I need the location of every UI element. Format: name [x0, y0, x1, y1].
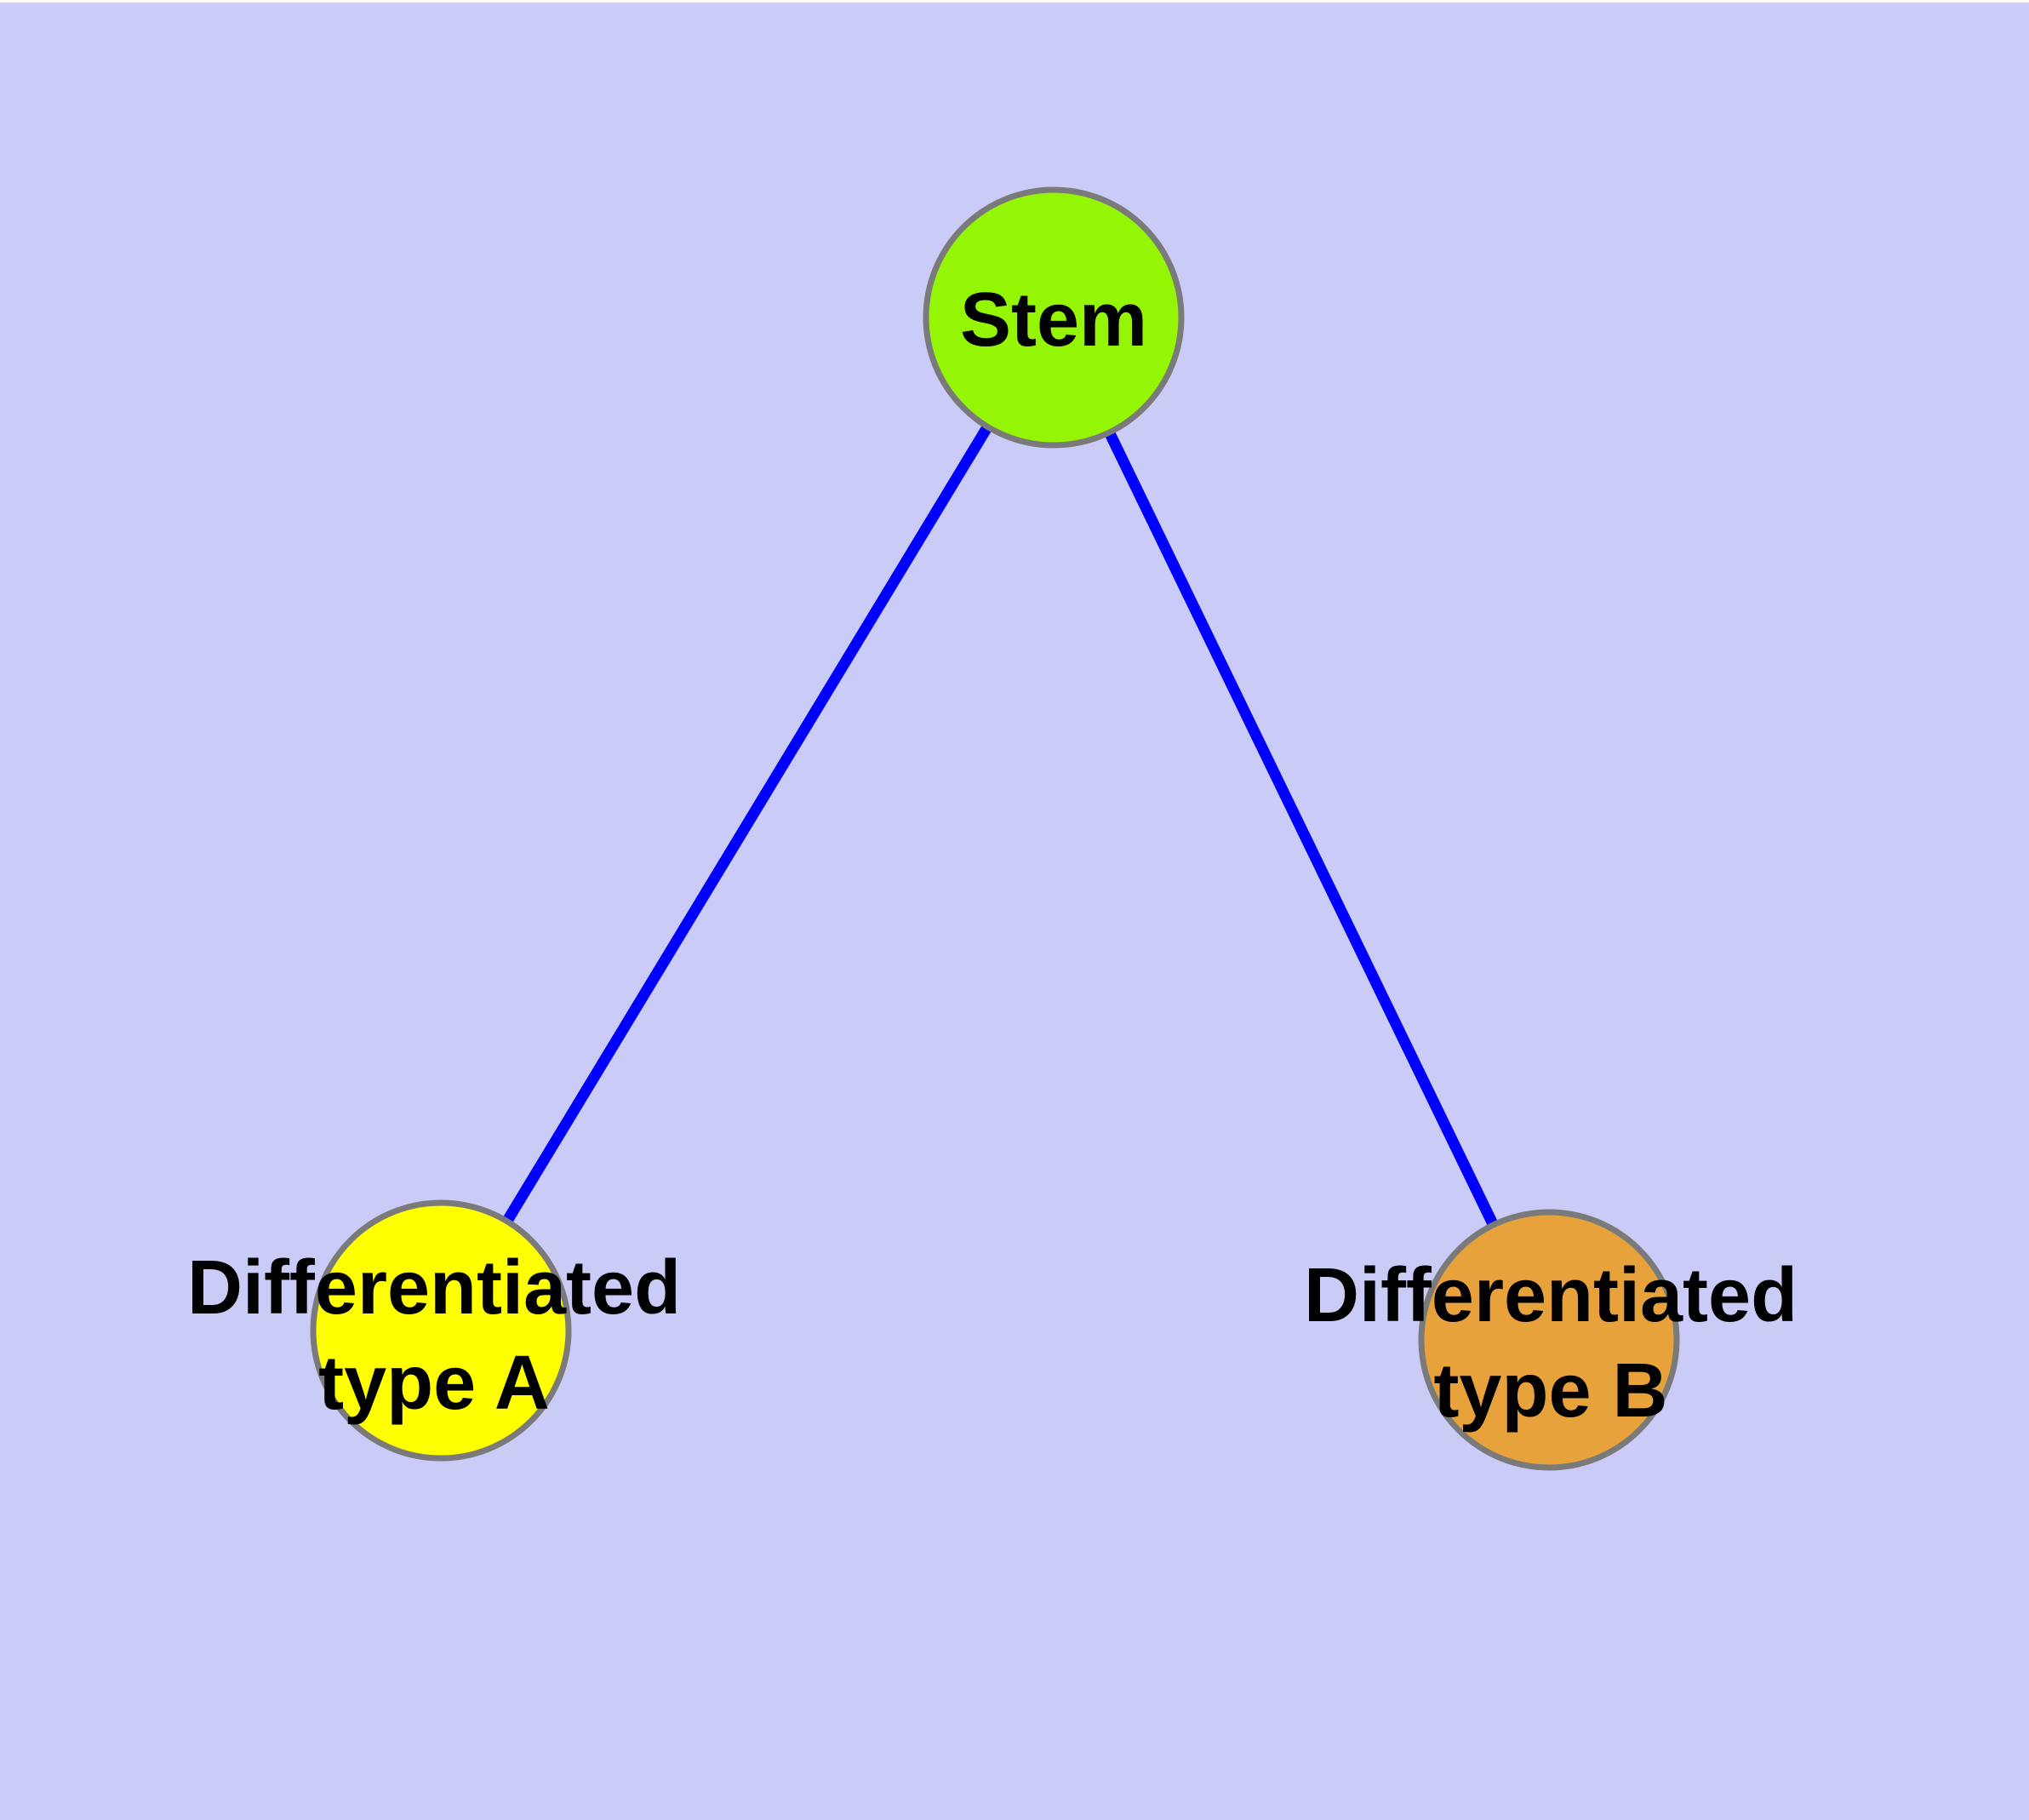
node-type-b-circle-border [1418, 1209, 1680, 1471]
node-stem-circle-border [923, 186, 1185, 449]
node-type-a-label-line-2: type A [318, 1341, 550, 1426]
node-type-b-label-line-1: Differentiated [1303, 1253, 1798, 1338]
graph-canvas: Stem Differentiated type A Differentiate… [0, 3, 2029, 1820]
node-stem-circle [926, 190, 1181, 445]
edge-stem-to-type-a [436, 314, 1059, 1334]
node-type-b-label-line-2: type B [1433, 1348, 1668, 1434]
node-type-a-circle-border [310, 1199, 572, 1462]
node-type-a-circle [313, 1203, 569, 1458]
edge-stem-to-type-b [1049, 315, 1554, 1342]
node-type-a-label-line-1: Differentiated [186, 1245, 682, 1331]
node-type-a-label: Differentiated type A [187, 1240, 681, 1431]
node-stem-label-line: Stem [959, 278, 1148, 363]
node-type-b-circle [1421, 1212, 1677, 1468]
node-stem-label: Stem [960, 272, 1147, 368]
node-type-b-label: Differentiated type B [1304, 1248, 1798, 1439]
graph-svg [0, 3, 2029, 1820]
